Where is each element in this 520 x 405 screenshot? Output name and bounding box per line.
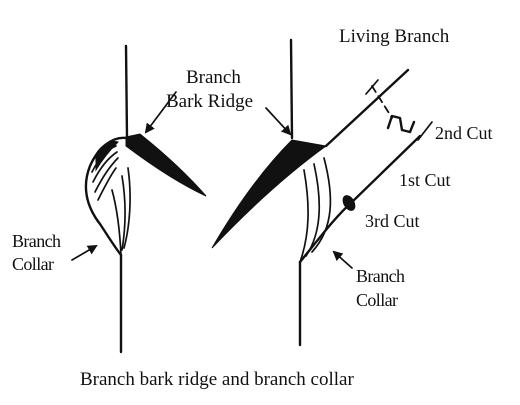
living-branch-upper-edge	[324, 68, 410, 148]
right-ridge-arrow	[265, 107, 292, 136]
second-cut-pointer	[417, 121, 433, 141]
right-living-tree	[211, 38, 433, 347]
left-collar-arrow	[71, 244, 98, 261]
right-branch-bark-ridge	[211, 139, 328, 249]
third-cut-label: 3rd Cut	[365, 211, 420, 231]
left-trunk-upper	[124, 44, 129, 140]
second-cut-tick	[365, 79, 379, 95]
left-pruned-tree	[84, 44, 207, 354]
left-collar-label-line2: Collar	[12, 254, 54, 274]
first-cut-notch	[386, 114, 416, 134]
right-collar-lines	[299, 157, 332, 263]
branch-bark-ridge-label-line1: Branch	[186, 67, 241, 88]
third-cut-mark	[342, 195, 356, 211]
right-trunk-upper	[289, 38, 294, 140]
left-ridge-arrow	[144, 91, 177, 134]
left-collar-label-line1: Branch	[12, 231, 61, 251]
left-branch-bark-ridge	[125, 133, 207, 197]
right-collar-label-line1: Branch	[356, 266, 405, 286]
figure-caption: Branch bark ridge and branch collar	[80, 369, 354, 390]
first-cut-label: 1st Cut	[399, 170, 451, 190]
living-branch-label: Living Branch	[339, 26, 450, 47]
right-collar-label-line2: Collar	[356, 290, 398, 310]
branch-bark-ridge-label-line2: Bark Ridge	[166, 91, 253, 112]
second-cut-label: 2nd Cut	[435, 123, 493, 143]
second-cut-line	[371, 85, 393, 119]
left-collar-lines	[111, 167, 131, 256]
right-collar-arrow	[332, 250, 353, 269]
left-wound-callus	[91, 141, 119, 201]
